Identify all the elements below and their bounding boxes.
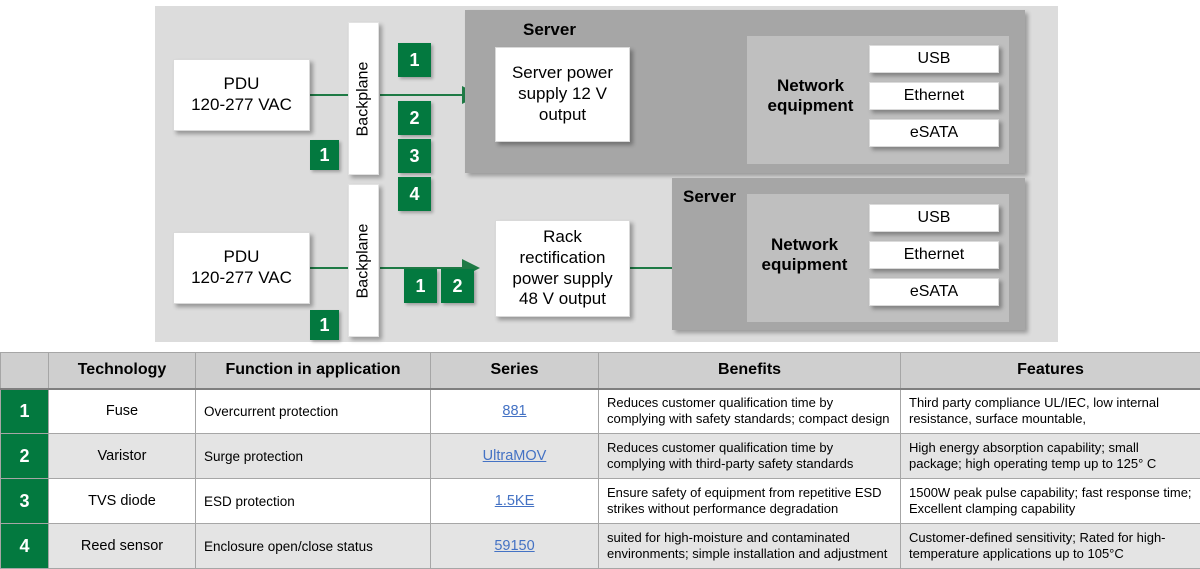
neteq-top-line1: Network — [758, 76, 863, 96]
row-index-4: 4 — [1, 524, 49, 569]
backplane-top-label: Backplane — [355, 61, 373, 136]
table-row: 3 TVS diode ESD protection 1.5KE Ensure … — [1, 479, 1200, 524]
badge-stack-top-3: 3 — [398, 139, 431, 173]
row-benefits-1: Reduces customer qualification time by c… — [599, 389, 901, 434]
pdu-top-line2: 120-277 VAC — [191, 95, 292, 116]
psu-bottom-line1: Rack — [543, 227, 582, 248]
row-features-3: 1500W peak pulse capability; fast respon… — [901, 479, 1200, 524]
pdu-bottom-line1: PDU — [224, 247, 260, 268]
row-features-1: Third party compliance UL/IEC, low inter… — [901, 389, 1200, 434]
row-function-4: Enclosure open/close status — [196, 524, 431, 569]
row-benefits-3: Ensure safety of equipment from repetiti… — [599, 479, 901, 524]
specification-table: Technology Function in application Serie… — [0, 352, 1200, 569]
row-index-1: 1 — [1, 389, 49, 434]
header-benefits: Benefits — [599, 353, 901, 389]
header-series: Series — [431, 353, 599, 389]
specification-table-wrapper: Technology Function in application Serie… — [0, 352, 1200, 559]
row-features-4: Customer-defined sensitivity; Rated for … — [901, 524, 1200, 569]
row-function-1: Overcurrent protection — [196, 389, 431, 434]
pdu-top-line1: PDU — [224, 74, 260, 95]
row-function-2: Surge protection — [196, 434, 431, 479]
port-esata-top: eSATA — [869, 119, 999, 147]
pdu-bottom-line2: 120-277 VAC — [191, 268, 292, 289]
architecture-diagram: PDU 120-277 VAC 1 Backplane 1 2 3 4 Serv… — [0, 0, 1200, 348]
port-usb-top: USB — [869, 45, 999, 73]
psu-top-line1: Server power — [512, 63, 613, 84]
badge-stack-top-2: 2 — [398, 101, 431, 135]
neteq-top-line2: equipment — [758, 96, 863, 116]
server-label-top: Server — [523, 20, 576, 40]
row-series-2: UltraMOV — [431, 434, 599, 479]
header-index — [1, 353, 49, 389]
badge-stack-top-1: 1 — [398, 43, 431, 77]
row-technology-2: Varistor — [49, 434, 196, 479]
server-label-bottom: Server — [683, 187, 736, 207]
row-benefits-2: Reduces customer qualification time by c… — [599, 434, 901, 479]
header-technology: Technology — [49, 353, 196, 389]
row-series-4: 59150 — [431, 524, 599, 569]
badge-pdu-bottom-1: 1 — [310, 310, 339, 340]
series-link-881[interactable]: 881 — [502, 403, 526, 419]
port-usb-bottom: USB — [869, 204, 999, 232]
badge-pdu-top-1: 1 — [310, 140, 339, 170]
neteq-bottom-line2: equipment — [752, 255, 857, 275]
network-equipment-label-top: Network equipment — [758, 76, 863, 117]
series-link-ultramov[interactable]: UltraMOV — [483, 448, 547, 464]
header-features: Features — [901, 353, 1200, 389]
series-link-1-5ke[interactable]: 1.5KE — [495, 493, 535, 509]
series-link-59150[interactable]: 59150 — [494, 538, 534, 554]
row-features-2: High energy absorption capability; small… — [901, 434, 1200, 479]
row-series-3: 1.5KE — [431, 479, 599, 524]
header-function: Function in application — [196, 353, 431, 389]
port-ethernet-top: Ethernet — [869, 82, 999, 110]
rack-rectification-box: Rack rectification power supply 48 V out… — [495, 220, 630, 317]
row-technology-1: Fuse — [49, 389, 196, 434]
row-technology-4: Reed sensor — [49, 524, 196, 569]
port-ethernet-bottom: Ethernet — [869, 241, 999, 269]
row-index-2: 2 — [1, 434, 49, 479]
network-equipment-label-bottom: Network equipment — [752, 235, 857, 276]
row-benefits-4: suited for high-moisture and contaminate… — [599, 524, 901, 569]
table-row: 1 Fuse Overcurrent protection 881 Reduce… — [1, 389, 1200, 434]
psu-top-line2: supply 12 V — [518, 84, 607, 105]
port-esata-bottom: eSATA — [869, 278, 999, 306]
neteq-bottom-line1: Network — [752, 235, 857, 255]
table-row: 4 Reed sensor Enclosure open/close statu… — [1, 524, 1200, 569]
psu-bottom-line3: power supply — [512, 269, 612, 290]
psu-bottom-line4: 48 V output — [519, 289, 606, 310]
psu-top-line3: output — [539, 105, 586, 126]
table-row: 2 Varistor Surge protection UltraMOV Red… — [1, 434, 1200, 479]
backplane-bottom: Backplane — [348, 184, 379, 337]
badge-stack-top-4: 4 — [398, 177, 431, 211]
table-header-row: Technology Function in application Serie… — [1, 353, 1200, 389]
backplane-top: Backplane — [348, 22, 379, 175]
server-power-supply-box: Server power supply 12 V output — [495, 47, 630, 142]
pdu-box-bottom: PDU 120-277 VAC — [173, 232, 310, 304]
psu-bottom-line2: rectification — [520, 248, 606, 269]
row-technology-3: TVS diode — [49, 479, 196, 524]
backplane-bottom-label: Backplane — [355, 223, 373, 298]
row-function-3: ESD protection — [196, 479, 431, 524]
pdu-box-top: PDU 120-277 VAC — [173, 59, 310, 131]
badge-inline-bottom-1: 1 — [404, 269, 437, 303]
row-index-3: 3 — [1, 479, 49, 524]
badge-inline-bottom-2: 2 — [441, 269, 474, 303]
row-series-1: 881 — [431, 389, 599, 434]
